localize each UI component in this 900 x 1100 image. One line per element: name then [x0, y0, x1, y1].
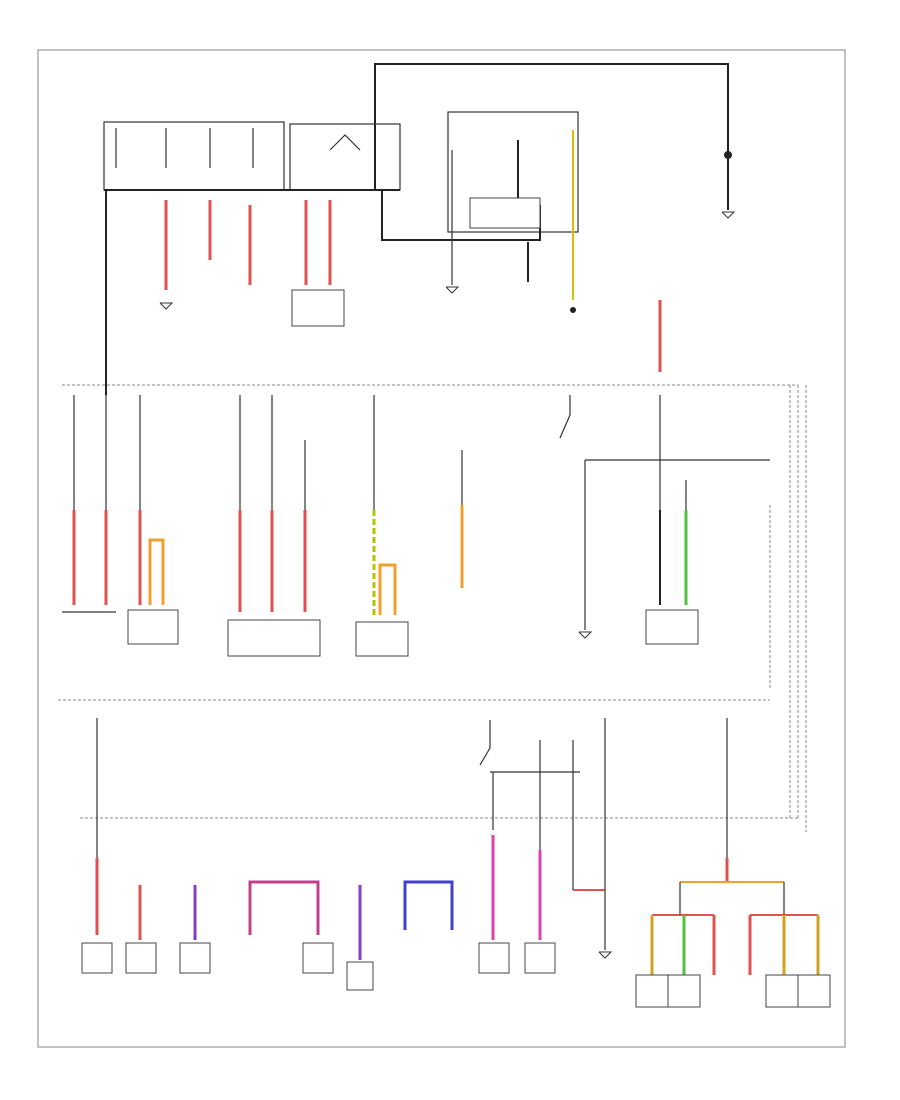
- mid-orange-wire-2: [378, 563, 397, 615]
- battery-ground-symbol: [721, 211, 736, 219]
- alternator-connector: [570, 307, 576, 313]
- bottom-section: [81, 718, 831, 1008]
- bottom-box-2: [125, 942, 157, 974]
- fuse-block-left: [103, 121, 285, 191]
- bottom-box-10: [765, 974, 799, 1008]
- middle-section: [62, 395, 771, 690]
- fuse-block-fuses: [115, 128, 254, 168]
- top-ground-1: [159, 302, 174, 310]
- mid-module-box-4: [645, 609, 699, 645]
- mid-module-box-1: [127, 609, 179, 645]
- bottom-box-3: [179, 942, 211, 974]
- bottom-box-7: [524, 942, 556, 974]
- bottom-box-11: [797, 974, 831, 1008]
- bottom-box-9: [667, 974, 701, 1008]
- alternator-ground-symbol: [445, 286, 460, 294]
- mid-module-box-3: [355, 621, 409, 657]
- mid-module-box-2: [227, 619, 321, 657]
- diagram-frame: [37, 49, 846, 1048]
- mid-orange-loop: [148, 538, 165, 605]
- bottom-blue-loop: [403, 880, 454, 930]
- bottom-box-4: [302, 942, 334, 974]
- top-component-box: [291, 289, 345, 327]
- bottom-switch: [479, 720, 491, 766]
- relay-switch: [329, 134, 361, 151]
- voltage-regulator: [469, 197, 541, 229]
- bottom-box-5: [346, 961, 374, 991]
- bottom-box-6: [478, 942, 510, 974]
- alternator-block: [447, 111, 579, 233]
- bottom-box-1: [81, 942, 113, 974]
- top-section: [103, 63, 736, 372]
- mid-ground-right: [578, 631, 593, 639]
- bottom-box-8: [635, 974, 669, 1008]
- bottom-red-violet-loop: [248, 880, 320, 935]
- battery-symbol: [724, 151, 732, 159]
- bottom-ground-1: [598, 951, 613, 959]
- relay-block: [289, 123, 401, 191]
- battery-main-wire: [374, 63, 729, 190]
- mid-switch: [559, 395, 571, 439]
